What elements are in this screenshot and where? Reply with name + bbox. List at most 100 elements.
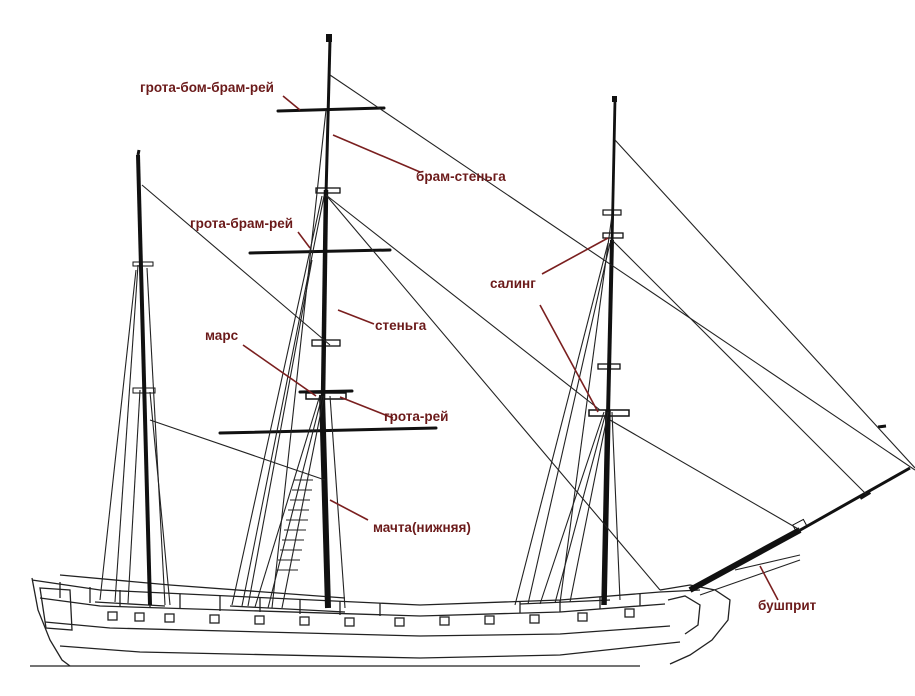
- fore-topgallant-mast: [610, 99, 617, 246]
- rigging: [99, 74, 915, 609]
- mizzen-top: [132, 387, 156, 394]
- leader-topgallant-yard: [297, 231, 311, 249]
- main-shroud: [254, 394, 321, 608]
- fore-lower-mast: [601, 409, 611, 606]
- main-shroud: [267, 395, 323, 609]
- main-royal-stay: [329, 74, 915, 471]
- main-shroud: [281, 395, 325, 609]
- leader-main-yard: [339, 396, 394, 419]
- fore-topmast: [606, 239, 614, 416]
- main-topmast-shroud: [241, 195, 325, 607]
- wale-line: [44, 621, 671, 637]
- jib-boom: [794, 466, 911, 535]
- label-topgallant-yard: грота-брам-рей: [190, 216, 293, 231]
- label-lower-mast: мачта(нижняя): [373, 520, 471, 535]
- gun-port: [577, 612, 588, 622]
- mizzen-shroud: [149, 391, 171, 606]
- mizzen-pole: [136, 149, 141, 156]
- lower-hull-line: [59, 641, 681, 659]
- gun-port: [107, 611, 118, 621]
- fore-cap: [597, 363, 621, 370]
- leader-lines: [242, 95, 779, 601]
- labels: грота-бом-брам-рей брам-стеньга грота-бр…: [140, 80, 817, 613]
- label-topmast: стеньга: [375, 318, 427, 333]
- mizzen-shroud: [127, 389, 141, 604]
- fore-shroud: [569, 411, 609, 603]
- main-topmast-stay: [325, 194, 601, 411]
- hull: [30, 574, 731, 667]
- fore-topmast-shroud: [514, 242, 609, 606]
- fore-shroud-aft: [611, 411, 621, 601]
- main-topmast-shroud: [231, 195, 323, 606]
- gun-port: [529, 614, 540, 624]
- gun-port: [164, 613, 175, 623]
- masts: [132, 34, 630, 609]
- mizzen-topmast-stay: [141, 184, 331, 346]
- label-royal-yard: грота-бом-брам-рей: [140, 80, 274, 95]
- leader-crosstrees-top: [541, 237, 609, 275]
- bowsprit-cap: [792, 518, 808, 533]
- gun-port: [484, 615, 495, 625]
- label-topgallant-mast: брам-стеньга: [416, 169, 506, 184]
- leader-royal-yard: [282, 95, 301, 111]
- mizzen-shroud: [146, 267, 166, 606]
- leader-topgallant-mast: [332, 134, 421, 173]
- main-cap: [311, 339, 341, 347]
- main-backstay: [247, 259, 313, 607]
- sheer-line: [31, 579, 701, 606]
- leader-top: [242, 344, 317, 397]
- channels: [94, 599, 611, 613]
- mizzen-stay: [149, 419, 326, 481]
- main-truck: [326, 34, 332, 42]
- main-lower-mast: [319, 394, 331, 609]
- label-crosstrees: салинг: [490, 276, 536, 291]
- fore-topmast-shroud: [527, 242, 611, 605]
- main-topgallant-mast: [324, 39, 332, 196]
- main-stay-long: [325, 194, 661, 591]
- leader-topmast: [337, 309, 375, 325]
- fore-topgallant-shroud: [559, 214, 613, 604]
- fore-shroud: [539, 411, 605, 605]
- fore-crosstrees: [602, 232, 624, 239]
- stay-block: [877, 424, 887, 429]
- stern: [31, 577, 71, 667]
- fore-topgallant-stay: [611, 239, 867, 495]
- fore-top: [588, 409, 630, 417]
- gun-port: [439, 616, 450, 626]
- figurehead: [667, 595, 701, 635]
- gun-ports: [107, 608, 635, 627]
- bow: [659, 584, 731, 665]
- main-shroud-aft: [329, 395, 346, 609]
- bowsprit-spar: [688, 527, 802, 593]
- yards: [218, 106, 438, 435]
- mizzen-shroud: [99, 269, 137, 601]
- rail-line: [39, 597, 666, 617]
- leader-bowsprit: [759, 565, 779, 601]
- gun-port: [624, 608, 635, 618]
- fore-truck: [612, 96, 617, 102]
- gun-port: [299, 616, 310, 626]
- main-yard: [218, 426, 438, 435]
- gun-port: [134, 612, 145, 622]
- main-topgallant-shroud: [271, 109, 327, 609]
- main-topmast: [320, 189, 329, 401]
- fore-shroud: [554, 411, 607, 604]
- stanchions: [59, 582, 641, 616]
- main-royal-yard: [276, 106, 386, 113]
- ratlines: [276, 479, 313, 571]
- fore-stay: [609, 419, 801, 531]
- leader-crosstrees-bottom: [539, 304, 599, 413]
- main-crosstrees: [315, 187, 341, 194]
- mizzen-mast: [136, 154, 152, 606]
- gun-port: [394, 617, 405, 627]
- mizzen-shroud: [114, 264, 139, 603]
- bobstay: [699, 559, 801, 596]
- quarterdeck-rail: [59, 574, 346, 599]
- label-main-yard: грота-рей: [384, 409, 448, 424]
- jib-boom-iron: [858, 490, 872, 500]
- main-topgallant-yard: [248, 248, 392, 255]
- martingale: [734, 554, 801, 571]
- leader-lower-mast: [329, 499, 369, 521]
- label-top: марс: [205, 328, 239, 343]
